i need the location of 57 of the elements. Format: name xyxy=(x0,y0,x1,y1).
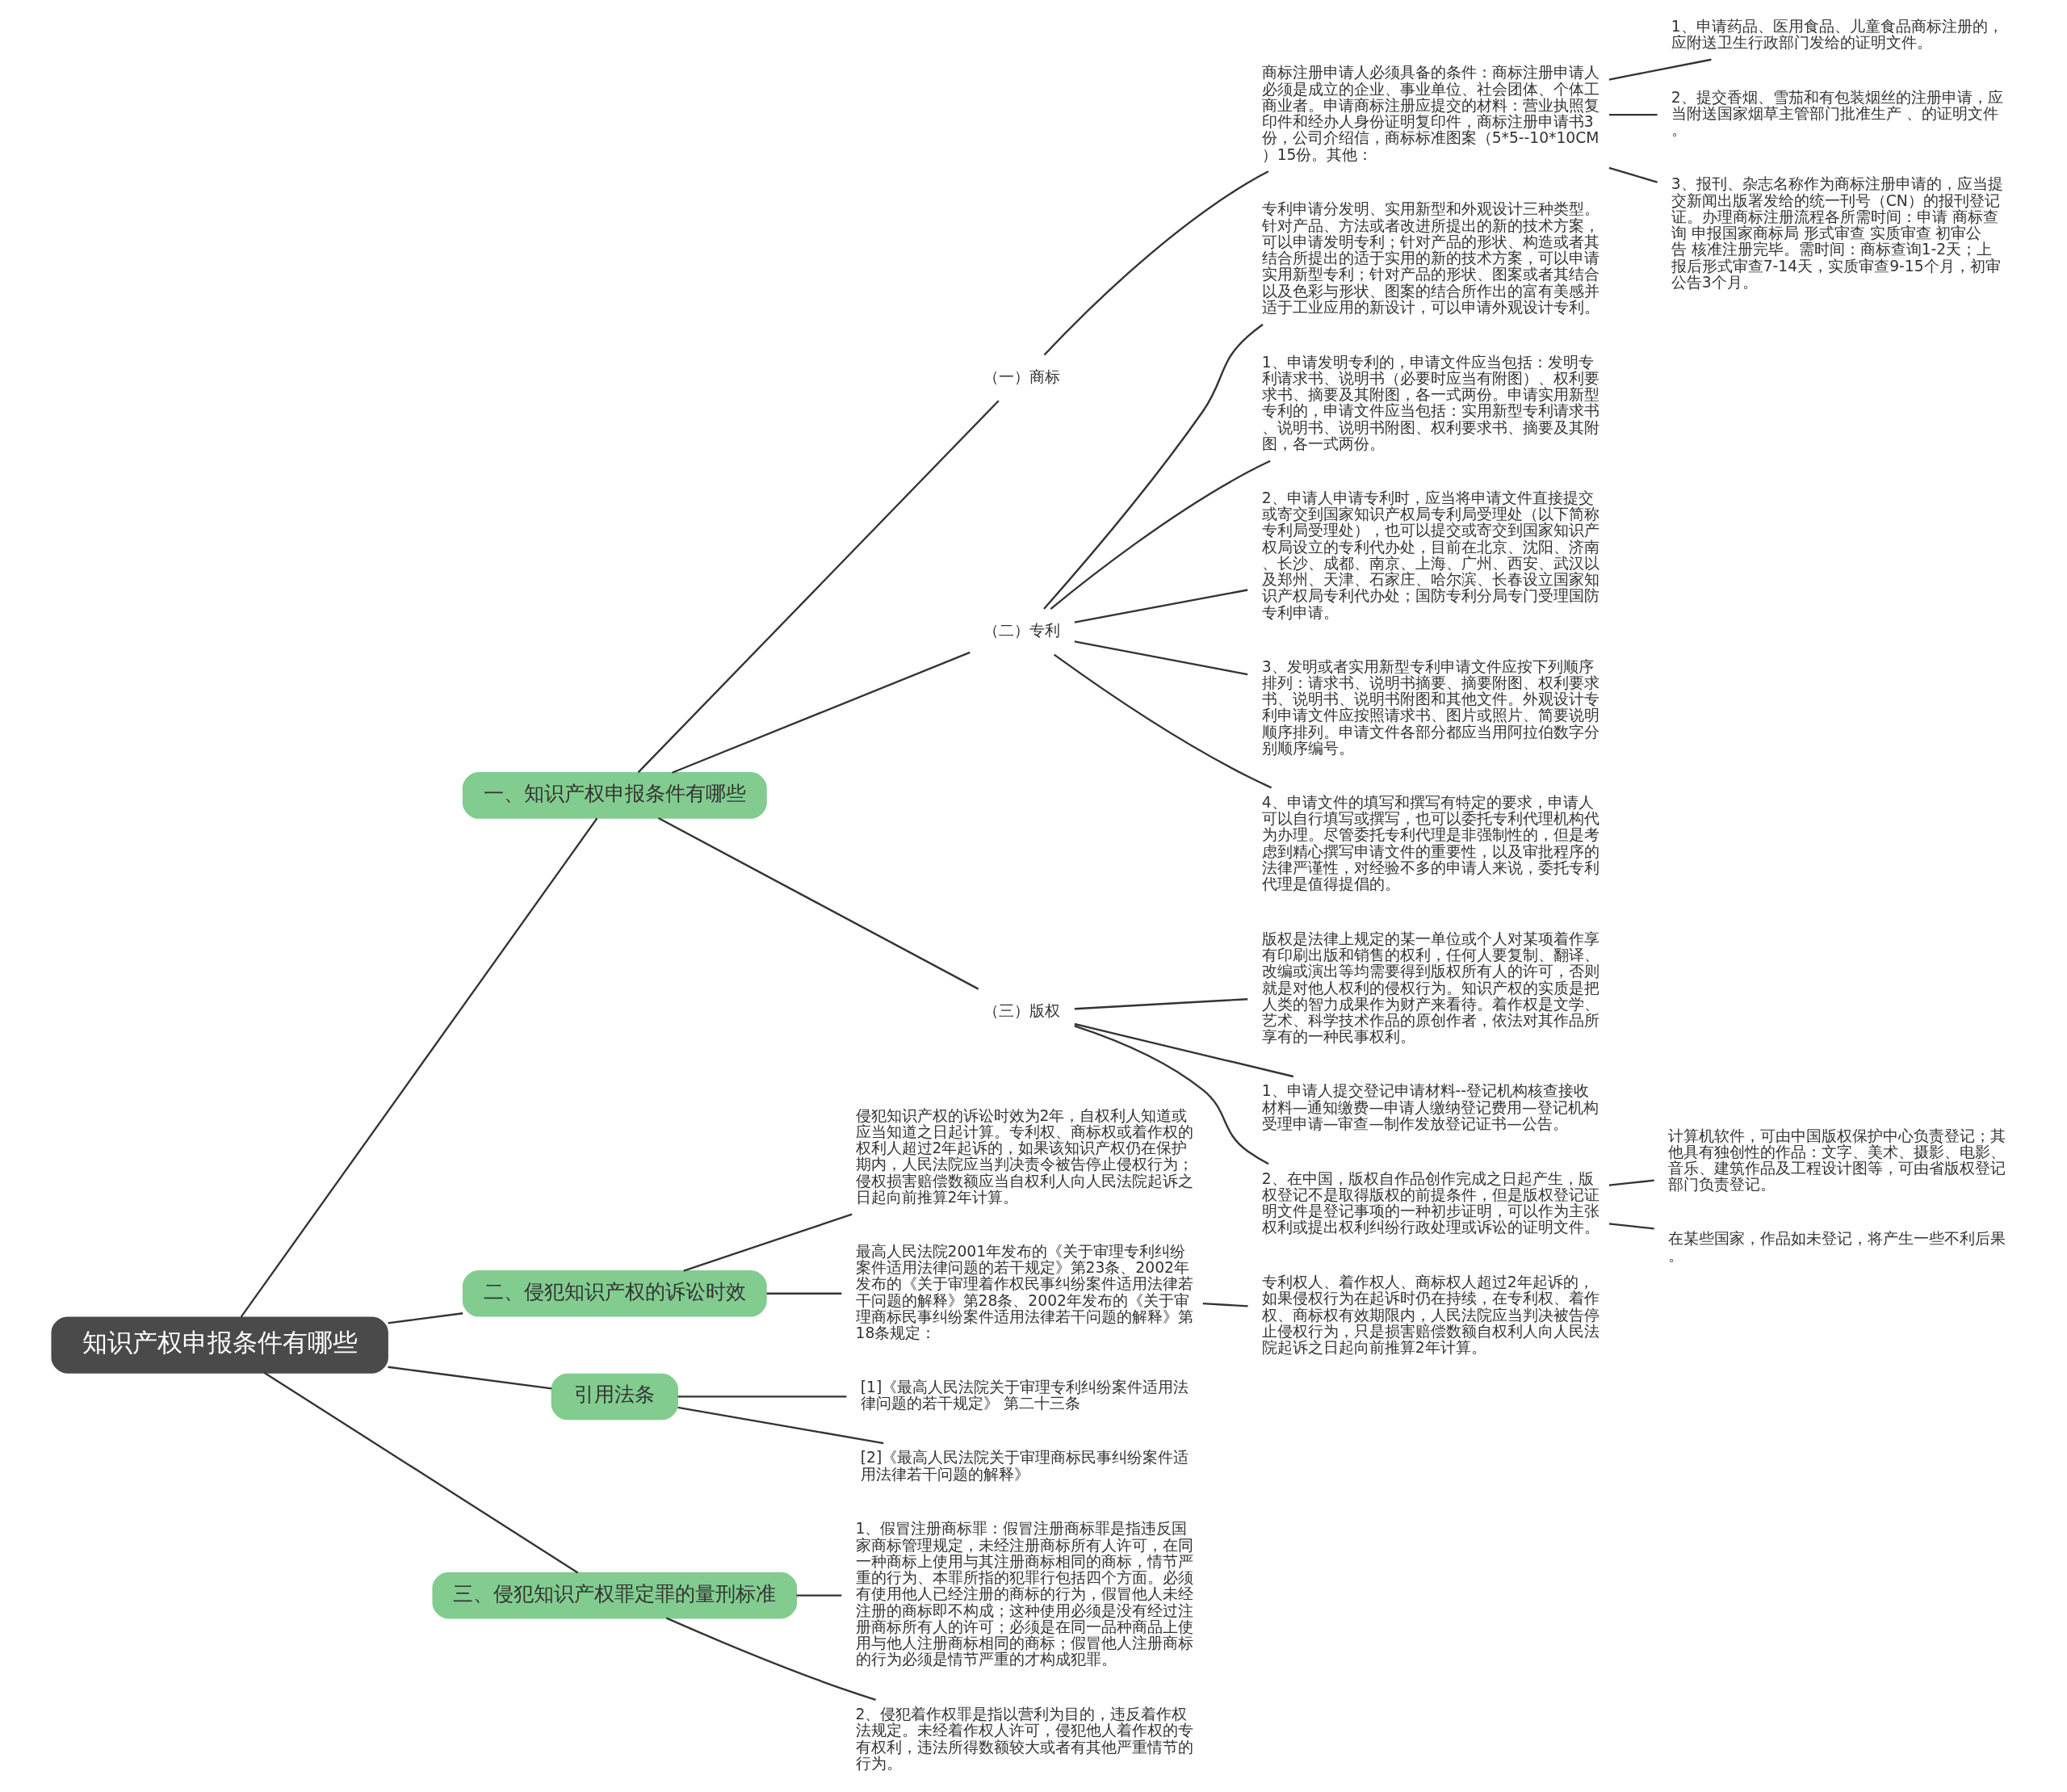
node-text: 最高人民法院2001年发布的《关于审理专利纠纷案件适用法律问题的若干规定》第23条、2002年发布的《关于审理着作权民事纠纷案件适用法律若干问题的解释》第28条、2002年发布的《关于审理商标民事纠纷案件适用法律若干问题的解释》第18条规定： xyxy=(855,1242,1193,1342)
connector xyxy=(1050,460,1271,610)
connector xyxy=(1608,166,1658,183)
connector xyxy=(1608,1179,1654,1186)
node-text: 在某些国家，作品如未登记，将产生一些不利后果。 xyxy=(1667,1230,2006,1264)
node-text: [2]《最高人民法院关于审理商标民事纠纷案件适用法律若干问题的解释》 xyxy=(860,1449,1189,1483)
connector xyxy=(672,651,971,774)
connector xyxy=(1074,1025,1269,1165)
node-text: 3、报刊、杂志名称作为商标注册申请的，应当提交新闻出版署发给的统一刊号（CN）的报刊登记证。办理商标注册流程各所需时间：申请 商标查询 申报国家商标局 形式审查 实质审查 初审公告 核准注册完毕。需时间：商标查询1-2天；上报后形式审查7-14天，实质审查9-15个月，初审公告3个月。 xyxy=(1671,175,2003,291)
node-box: 三、侵犯知识产权罪定罪的量刑标准 xyxy=(432,1572,798,1619)
node-text: 1、申请人提交登记申请材料--登记机构核查接收材料—通知缴费—申请人缴纳登记费用—登记机构受理申请—审查—制作发放登记证书—公告。 xyxy=(1261,1082,1599,1132)
connector xyxy=(388,1366,552,1390)
connector xyxy=(1608,114,1658,116)
node-box: 二、侵犯知识产权的诉讼时效 xyxy=(462,1270,767,1317)
connector xyxy=(796,1594,842,1597)
node-text: 2、在中国，版权自作品创作完成之日起产生，版权登记不是取得版权的前提条件，但是版权登记证明文件是登记事项的一种初步证明，可以作为主张权利或提出权利纠纷行政处理或诉讼的证明文件。 xyxy=(1261,1169,1600,1236)
connector xyxy=(263,1371,579,1574)
connector xyxy=(677,1406,884,1445)
node-text: 4、申请文件的填写和撰写有特定的要求，申请人可以自行填写或撰写，也可以委托专利代理机构代为办理。尽管委托专利代理是非强制性的，但是考虑到精心撰写申请文件的重要性，以及审批程序的法律严谨性，对经验不多的申请人来说，委托专利代理是值得提倡的。 xyxy=(1261,793,1600,893)
node-text: 2、侵犯着作权罪是指以营利为目的，违反着作权法规定。未经着作权人许可，侵犯他人着作权的专有权利，违法所得数额较大或者有其他严重情节的行为。 xyxy=(855,1706,1193,1772)
node-text: 1、申请药品、医用食品、儿童食品商标注册的，应附送卫生行政部门发给的证明文件。 xyxy=(1671,17,2003,51)
node-text: 2、申请人申请专利时，应当将申请文件直接提交或寄交到国家知识产权局专利局受理处（以下简称专利局受理处），也可以提交或寄交到国家知识产权局设立的专利代办处，目前在北京、沈阳、济南、长沙、成都、南京、上海、广州、西安、武汉以及郑州、天津、石家庄、哈尔滨、长春设立国家知识产权局专利代办处；国防专利分局专门受理国防专利申请。 xyxy=(1261,489,1600,621)
connector xyxy=(1074,998,1248,1010)
connector xyxy=(637,400,1000,774)
node-text: 2、提交香烟、雪茄和有包装烟丝的注册申请，应当附送国家烟草主管部门批准生产 、的证明文件。 xyxy=(1671,88,2003,139)
connector xyxy=(1074,1022,1294,1078)
connector xyxy=(683,1213,853,1272)
node-text: 专利权人、着作权人、商标权人超过2年起诉的，如果侵权行为在起诉时仍在持续，在专利权、着作权、商标权有效期限内，人民法院应当判决被告停止侵权行为，只是损害赔偿数额自权利人向人民法院起诉之日起向前推算2年计算。 xyxy=(1261,1274,1600,1357)
connector xyxy=(388,1312,463,1324)
node-text: [1]《最高人民法院关于审理专利纠纷案件适用法律问题的若干规定》 第二十三条 xyxy=(860,1379,1189,1412)
node-text: 侵犯知识产权的诉讼时效为2年，自权利人知道或应当知道之日起计算。专利权、商标权或着作权的权利人超过2年起诉的，如果该知识产权仍在保护期内，人民法院应当判决责令被告停止侵权行为；侵权损害赔偿数额应当自权利人向人民法院起诉之日起向前推算2年计算。 xyxy=(855,1106,1193,1206)
node-text: （一）商标 xyxy=(983,367,1061,385)
node-text: 版权是法律上规定的某一单位或个人对某项着作享有印刷出版和销售的权利，任何人要复制、翻译、改编或演出等均需要得到版权所有人的许可，否则就是对他人权利的侵权行为。知识产权的实质是把人类的智力成果作为财产来看待。着作权是文学、艺术、科学技术作品的原创作者，依法对其作品所享有的一种民事权利。 xyxy=(1261,930,1600,1046)
node-box: 一、知识产权申报条件有哪些 xyxy=(462,772,767,819)
connector xyxy=(766,1292,842,1295)
node-text: 1、假冒注册商标罪：假冒注册商标罪是指违反国家商标管理规定，未经注册商标所有人许可，在同一种商标上使用与其注册商标相同的商标，情节严重的行为、本罪所指的犯罪行包括四个方面。必须有使用他人已经注册的商标的行为，假冒他人未经注册的商标即不构成；这种使用必须是没有经过注册商标所有人的许可；必须是在同一品种商品上使用与他人注册商标相同的商标；假冒他人注册商标的行为必须是情节严重的才构成犯罪。 xyxy=(855,1520,1193,1668)
connector xyxy=(1053,653,1272,789)
connector xyxy=(1608,58,1712,81)
connector xyxy=(1043,323,1264,610)
connector xyxy=(677,1395,847,1398)
node-text: 计算机软件，可由中国版权保护中心负责登记；其他具有独创性的作品：文字、美术、摄影、电影、音乐、建筑作品及工程设计图等，可由省版权登记部门负责登记。 xyxy=(1667,1127,2006,1194)
node-text: 3、发明或者实用新型专利申请文件应按下列顺序排列：请求书、说明书摘要、摘要附图、权利要求书、说明书、说明书附图和其他文件。外观设计专利申请文件应按照请求书、图片或照片、简要说明顺序排列。申请文件各部分都应当用阿拉伯数字分别顺序编号。 xyxy=(1261,657,1600,757)
node-text: （二）专利 xyxy=(983,622,1061,640)
node-text: （三）版权 xyxy=(983,1001,1061,1019)
connector xyxy=(240,817,598,1318)
connector xyxy=(665,1617,876,1701)
connector xyxy=(1043,170,1269,356)
node-text: 专利申请分发明、实用新型和外观设计三种类型。针对产品、方法或者改进所提出的新的技术方案，可以申请发明专利；针对产品的形状、构造或者其结合所提出的适于实用的新的技术方案，可以申请实用新型专利；针对产品的形状、图案或者其结合以及色彩与形状、图案的结合所作出的富有美感并适于工业应用的新设计，可以申请外观设计专利。 xyxy=(1261,200,1600,316)
node-box: 引用法条 xyxy=(551,1373,678,1421)
connector xyxy=(1608,1223,1654,1230)
node-text: 商标注册申请人必须具备的条件：商标注册申请人必须是成立的企业、事业单位、社会团体、个体工商业者。申请商标注册应提交的材料：营业执照复印件和经办人身份证明复印件，商标注册申请书3份，公司介绍信，商标标准图案（5*5--10*10CM）15份。其他： xyxy=(1261,64,1600,163)
connector xyxy=(658,817,979,990)
connector xyxy=(1202,1303,1248,1307)
connector xyxy=(1074,589,1248,623)
node-text: 1、申请发明专利的，申请文件应当包括：发明专利请求书、说明书（必要时应当有附图）、权利要求书、摘要及其附图，各一式两份。申请实用新型专利的，申请文件应当包括：实用新型专利请求书、说明书、说明书附图、权利要求书、摘要及其附图，各一式两份。 xyxy=(1261,353,1600,452)
connector xyxy=(1074,640,1248,676)
node-box: 知识产权申报条件有哪些 xyxy=(51,1316,388,1374)
